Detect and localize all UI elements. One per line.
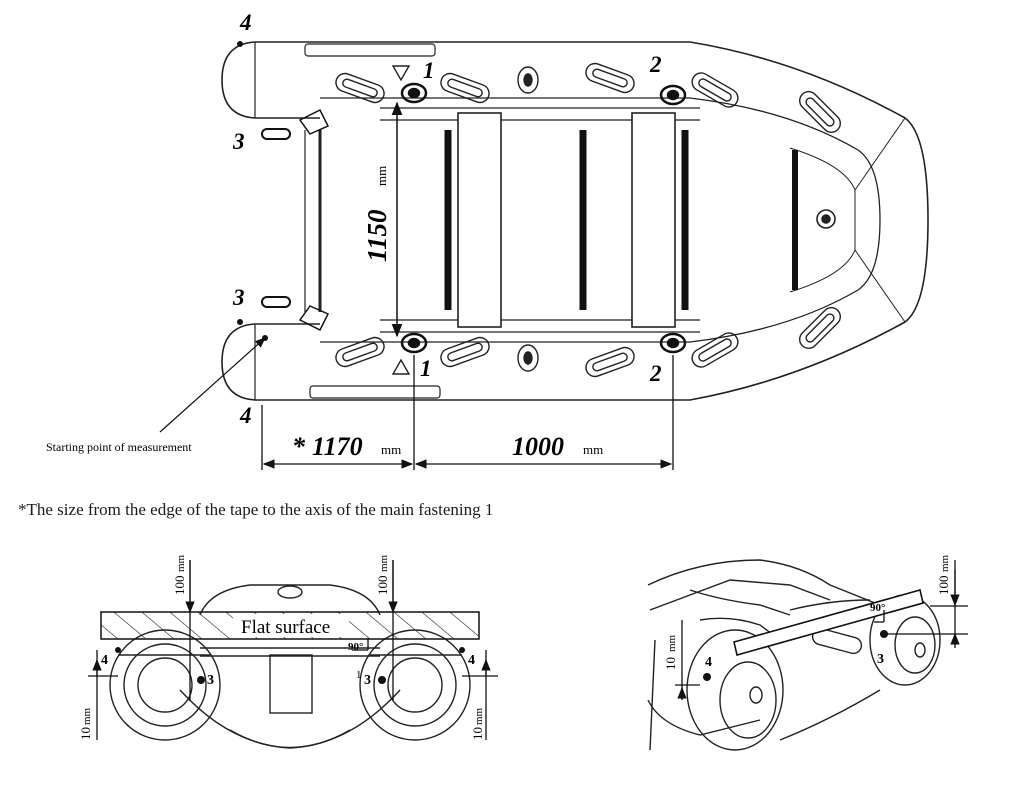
tube-left: [109, 629, 221, 741]
rear-label-4-left: 4: [101, 653, 108, 668]
rear-dim-100-left-unit: mm: [175, 554, 187, 572]
rear-dim-10-left: 10: [78, 727, 93, 740]
iso-label-4: 4: [705, 655, 712, 670]
fastening-point-2-bottom: [659, 332, 687, 354]
rear-dim-10-left-unit: mm: [81, 707, 93, 725]
rear-dim-100-right: 100: [375, 576, 390, 596]
dim-a-star: *: [292, 432, 306, 461]
dim-a-unit: mm: [381, 442, 401, 457]
dim-width-unit: mm: [374, 166, 389, 186]
callout-2-bottom: 2: [649, 361, 662, 386]
boat-top-view: [221, 41, 929, 401]
fastening-point-1-bottom: [400, 332, 428, 354]
callout-4-bottom: 4: [239, 403, 252, 428]
callout-3-top: 3: [232, 129, 245, 154]
fastening-point-1-top: [400, 82, 428, 104]
rear-view: [109, 584, 471, 749]
bow-detail: [789, 147, 856, 293]
rear-angle: 90°: [348, 641, 363, 653]
callout-4-top: 4: [239, 10, 252, 35]
iso-dim-100: 100: [936, 576, 951, 596]
start-label: Starting point of measurement: [46, 440, 192, 454]
dim-length: [261, 355, 674, 470]
iso-dim-100-unit: mm: [939, 554, 951, 572]
tube-end-top: [221, 41, 320, 119]
rear-dims: [88, 560, 498, 740]
tube-handles: [335, 62, 842, 378]
iso-dim-10: 10: [663, 657, 678, 670]
rear-label-4-right: 4: [468, 653, 475, 668]
rear-dim-10-right: 10: [470, 727, 485, 740]
flat-surface-label: Flat surface: [241, 617, 330, 638]
brand-plates: [304, 43, 441, 399]
rear-label-1: 1: [356, 669, 362, 681]
point-4-bottom: [237, 319, 243, 325]
tube-right: [359, 629, 471, 741]
rear-dim-100-right-unit: mm: [378, 554, 390, 572]
dim-a-value: 1170: [312, 432, 363, 461]
rear-dim-100-left: 100: [172, 576, 187, 596]
callout-2-top: 2: [649, 52, 662, 77]
callout-3-bottom: 3: [232, 285, 245, 310]
rear-label-3-left: 3: [207, 673, 214, 688]
iso-angle: 90°: [870, 602, 885, 614]
tube-inner-outline: [320, 97, 881, 343]
iso-dim-10-unit: mm: [666, 634, 678, 652]
seat-front: [631, 112, 676, 328]
footnote: *The size from the edge of the tape to t…: [18, 500, 494, 519]
callout-1-top: 1: [423, 58, 435, 83]
dim-b-value: 1000: [512, 432, 564, 461]
fastening-points: [261, 82, 687, 354]
seat-rear: [457, 112, 502, 328]
rear-dim-10-right-unit: mm: [473, 707, 485, 725]
point-4-top: [237, 41, 243, 47]
iso-dims: [675, 560, 968, 700]
fastening-point-2-top: [659, 84, 687, 106]
top-callouts: 1 2 3 4 1 2 3 4: [232, 10, 662, 428]
iso-board: [733, 589, 924, 656]
dim-width-value: 1150: [362, 209, 392, 262]
iso-view: [647, 559, 941, 751]
rear-label-3-right: 3: [364, 673, 371, 688]
callout-1-bottom: 1: [420, 356, 432, 381]
iso-label-3: 3: [877, 652, 884, 667]
dim-b-unit: mm: [583, 442, 603, 457]
tube-end-bottom: [221, 323, 320, 401]
hull-outline: [255, 41, 929, 401]
